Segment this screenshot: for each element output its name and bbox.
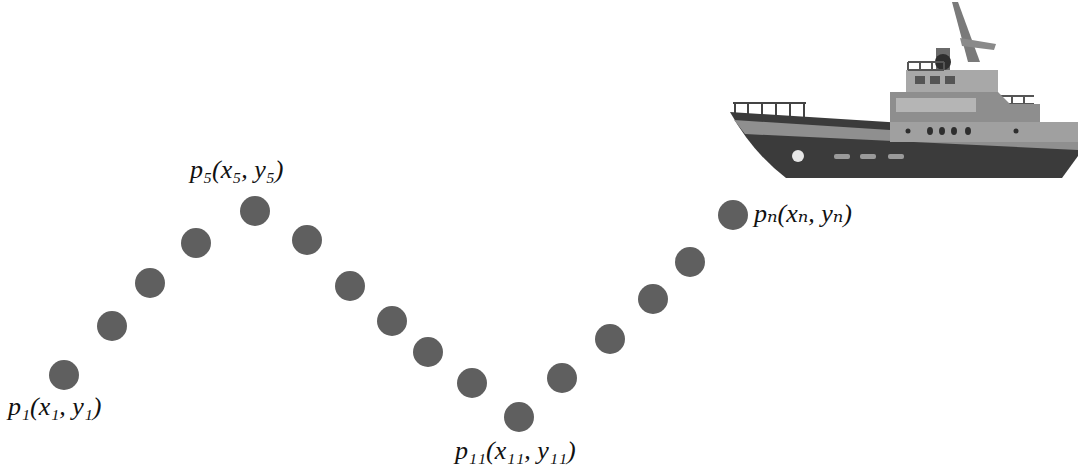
- track-points: [49, 196, 748, 432]
- point-label: p₁(x₁, y₁): [8, 393, 102, 422]
- ship-illustration: [730, 2, 1078, 178]
- point-label: p₅(x₅, y₅): [190, 156, 284, 185]
- point-label: pₙ(xₙ, yₙ): [754, 200, 852, 229]
- point-label: p₁₁(x₁₁, y₁₁): [455, 437, 576, 466]
